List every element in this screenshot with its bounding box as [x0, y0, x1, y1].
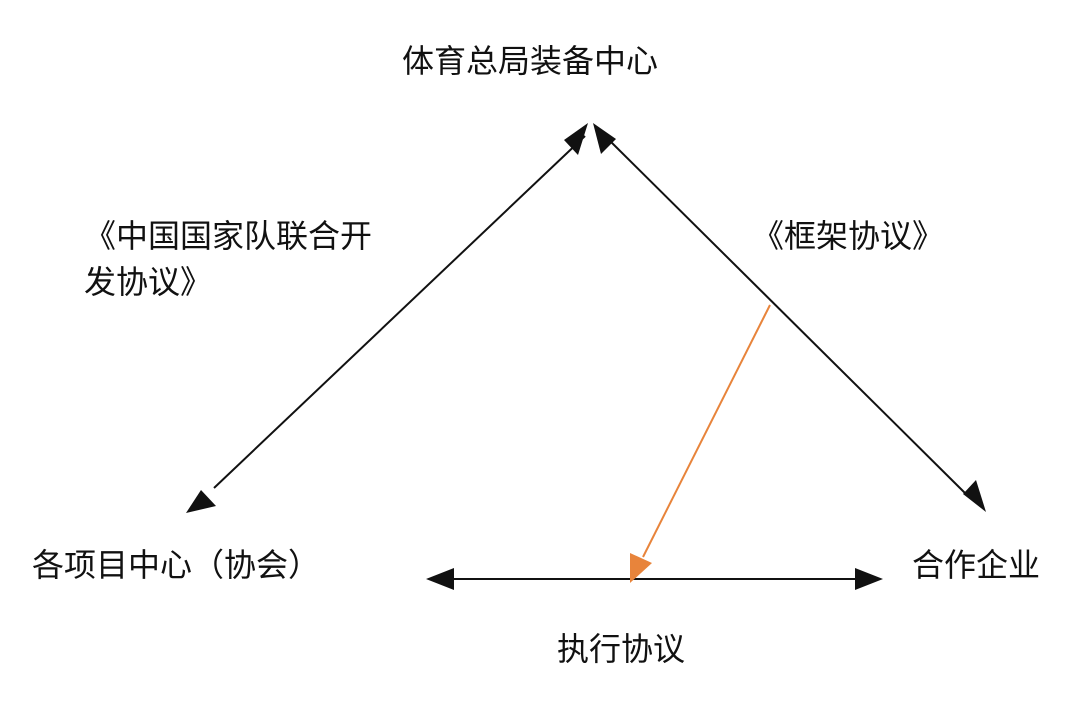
left-edge-arrowhead-bottom [186, 490, 216, 513]
right-edge-arrowhead-bottom [963, 480, 986, 512]
bottom-edge-arrow [426, 568, 883, 590]
right-edge-arrow [593, 123, 986, 512]
node-partner-companies: 合作企业 [912, 546, 1041, 584]
label-national-team-agreement: 《中国国家队联合开 发协议》 [84, 213, 372, 305]
framework-to-execution-arrowhead [630, 553, 652, 583]
bottom-edge-arrowhead-right [855, 568, 883, 590]
framework-to-execution-arrow [630, 304, 771, 583]
label-framework-agreement: 《框架协议》 [752, 217, 945, 255]
node-equipment-center: 体育总局装备中心 [402, 42, 659, 80]
label-national-team-agreement-line2: 发协议》 [84, 263, 213, 301]
left-edge-arrow [186, 123, 588, 513]
label-execution-agreement: 执行协议 [557, 630, 686, 668]
right-edge-arrowhead-top [593, 123, 616, 154]
label-national-team-agreement-line1: 《中国国家队联合开 [84, 217, 373, 255]
left-edge-arrowhead-top [564, 123, 588, 155]
node-project-centers: 各项目中心（协会） [32, 546, 321, 584]
bottom-edge-arrowhead-left [426, 568, 454, 590]
